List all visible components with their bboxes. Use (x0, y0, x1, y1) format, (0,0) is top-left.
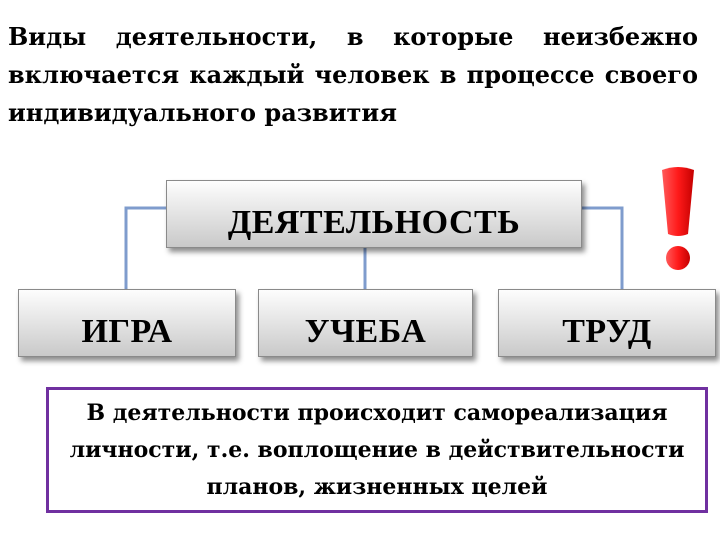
node-ucheba-label: УЧЕБА (304, 313, 427, 350)
connector-igra (124, 206, 166, 289)
node-igra: ИГРА (18, 289, 236, 357)
exclamation-icon (662, 167, 694, 270)
note-text: В деятельности происходит самореализация… (69, 399, 685, 500)
node-activity: ДЕЯТЕЛЬНОСТЬ (166, 180, 582, 248)
intro-heading: Виды деятельности, в которые неизбежно в… (8, 22, 698, 127)
note-box: В деятельности происходит самореализация… (46, 387, 708, 513)
connector-trud (580, 206, 624, 289)
node-ucheba: УЧЕБА (258, 289, 473, 357)
node-activity-label: ДЕЯТЕЛЬНОСТЬ (227, 204, 521, 241)
node-igra-label: ИГРА (81, 313, 173, 350)
node-trud: ТРУД (498, 289, 716, 357)
node-trud-label: ТРУД (562, 313, 652, 350)
